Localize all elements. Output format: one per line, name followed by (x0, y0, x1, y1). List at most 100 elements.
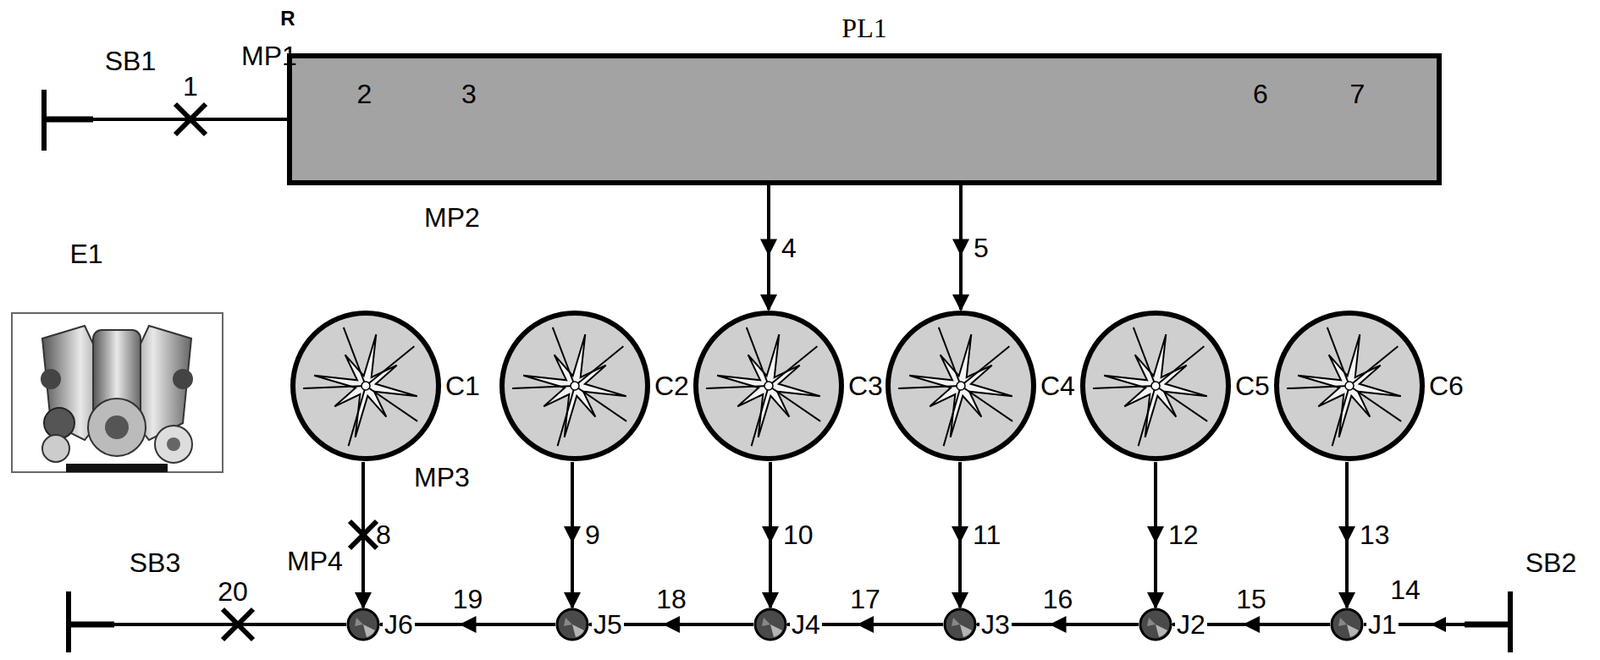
chamber-outline (884, 309, 1038, 463)
flow-arrowhead (1147, 526, 1165, 544)
flow-arrowhead (951, 526, 969, 544)
valve-x (349, 521, 377, 549)
spark-line (1133, 327, 1156, 387)
spark-line (1138, 386, 1156, 447)
callout-label: MP1 (241, 42, 298, 70)
connector (349, 462, 377, 608)
valve-x (349, 521, 377, 549)
chamber-circle: C4 (884, 309, 1038, 463)
connector (1147, 462, 1165, 608)
spark-line (938, 327, 961, 387)
pipe-number: 11 (972, 521, 1001, 549)
pipe-number: 13 (1359, 521, 1391, 549)
spark-line (512, 386, 575, 389)
chamber-outline (1079, 309, 1232, 463)
connector (1338, 462, 1356, 608)
pipe-number: 2 (357, 80, 373, 108)
pipe-number: 8 (375, 521, 392, 549)
flow-arrowhead (761, 526, 779, 544)
chamber-circle: C6 (1273, 309, 1426, 463)
connector (760, 185, 778, 310)
junction-node: J1 (1329, 607, 1364, 642)
junction-symbol (753, 607, 788, 642)
plenum-box: PL1 (286, 53, 1442, 186)
node-label: C6 (1428, 372, 1464, 400)
junction-node: J6 (346, 607, 381, 642)
spark-line (557, 386, 575, 447)
flow-arrowhead (1242, 616, 1260, 634)
spark-line (303, 386, 366, 389)
valve-x (175, 104, 206, 135)
junction-node: J2 (1138, 607, 1173, 642)
chamber-circle: C5 (1079, 309, 1232, 463)
pipe-number: 17 (849, 585, 881, 613)
flow-arrowhead (1430, 617, 1446, 633)
spark-line (1092, 386, 1156, 389)
spark-line (574, 386, 627, 422)
starburst (909, 334, 1013, 438)
pipe (44, 117, 287, 122)
pipe-number: 10 (783, 521, 814, 549)
pipe-number: 6 (1252, 80, 1269, 108)
chamber-outline (692, 309, 845, 463)
spark-line (706, 386, 769, 389)
node-label: J4 (789, 610, 823, 640)
flow-arrowhead (563, 526, 581, 544)
callout-label: R (280, 8, 295, 29)
flow-arrowhead (662, 616, 680, 634)
starburst (314, 334, 418, 438)
pipe-number: 12 (1168, 521, 1199, 549)
callout-label: 14 (1390, 576, 1421, 604)
flow-arrowhead (952, 239, 970, 257)
spark-line (1349, 346, 1398, 387)
spark-line (574, 346, 624, 387)
spark-line (1286, 386, 1350, 389)
junction-node: J3 (943, 607, 977, 642)
engine-illustration (11, 313, 223, 473)
node-label: C1 (445, 372, 480, 400)
callout-label: 20 (217, 578, 249, 606)
node-label: J3 (979, 610, 1012, 640)
spark-line (1349, 386, 1402, 422)
node-label: PL1 (841, 14, 887, 42)
spark-line (960, 386, 1013, 422)
callout-label: MP3 (413, 463, 470, 492)
junction-symbol (943, 607, 977, 642)
spark-line (1332, 386, 1350, 447)
chamber-circle: C3 (692, 309, 845, 463)
spark-line (1155, 346, 1204, 387)
callout-label: SB3 (129, 549, 181, 577)
pipe (68, 623, 347, 627)
chamber-circle: C2 (498, 309, 652, 463)
pipe-number: 5 (973, 234, 989, 262)
junction-node: J5 (555, 607, 590, 642)
pipe (1464, 622, 1511, 629)
spark-line (348, 386, 366, 447)
pipe-number: 19 (452, 585, 484, 613)
pipe-number: 18 (656, 585, 687, 613)
spark-line (898, 386, 961, 389)
callout-label: 1 (182, 72, 199, 100)
spark-line (960, 346, 1010, 387)
spark-line (343, 327, 366, 387)
spark-line (768, 386, 821, 422)
spark-line (365, 386, 418, 422)
pipe-number: 7 (1350, 80, 1366, 108)
node-label: C5 (1235, 372, 1270, 400)
flow-arrowhead (1049, 616, 1067, 634)
spark-line (552, 327, 575, 387)
pipe-number: 3 (461, 80, 477, 108)
node-label: J1 (1366, 610, 1399, 640)
pipe-number: 16 (1042, 585, 1074, 613)
node-label: C4 (1040, 372, 1076, 400)
connector (563, 462, 581, 608)
junction-symbol (555, 607, 590, 642)
junction-symbol (1138, 607, 1173, 642)
node-label: J6 (382, 610, 415, 640)
node-label: C3 (848, 372, 883, 400)
spark-line (365, 346, 414, 387)
callout-label: MP4 (286, 547, 343, 575)
spark-line (746, 327, 769, 387)
spark-line (768, 346, 817, 387)
